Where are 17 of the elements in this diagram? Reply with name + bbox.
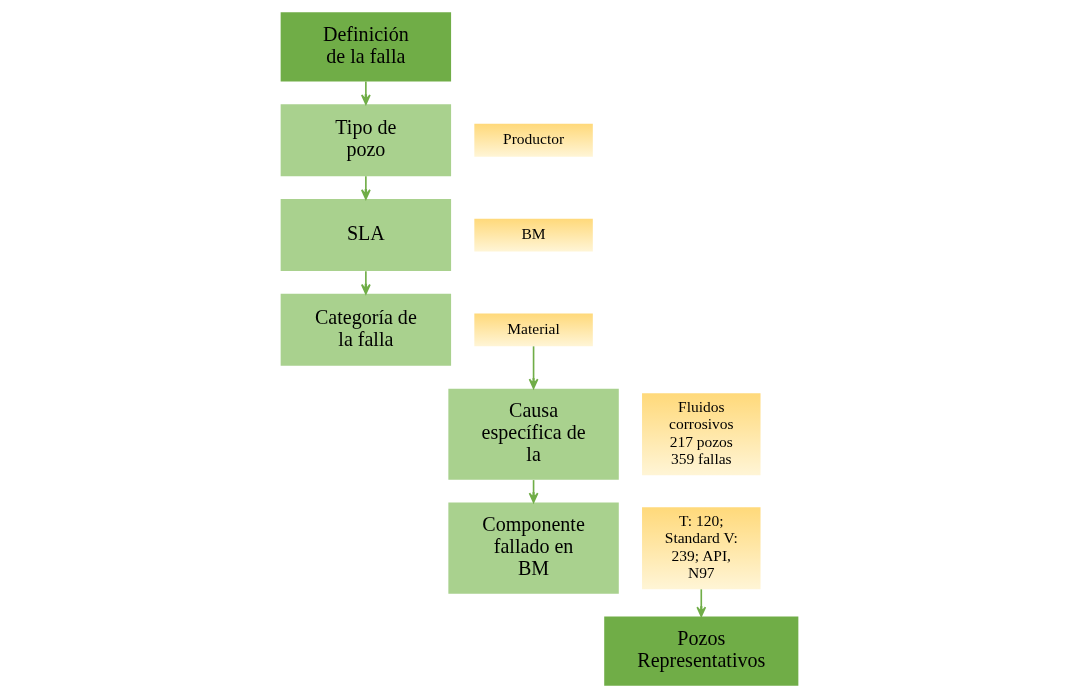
node-box: SLA: [280, 199, 452, 272]
node-box: Definición de la falla: [280, 12, 452, 82]
node-box: Componente fallado en BM: [448, 502, 619, 594]
node-box: Material: [474, 313, 593, 347]
node-box: BM: [474, 218, 593, 252]
arrow: [360, 270, 371, 295]
arrow: [528, 345, 539, 390]
node-box: Causa específica de la: [448, 388, 619, 480]
node-box: Pozos Representativos: [604, 616, 799, 686]
node-box: T: 120; Standard V: 239; API, N97: [642, 507, 761, 590]
node-box: Fluidos corrosivos 217 pozos 359 fallas: [642, 393, 761, 476]
arrow: [360, 175, 371, 200]
node-box: Productor: [474, 123, 593, 157]
node-box: Categoría de la falla: [280, 293, 452, 366]
node-box: Tipo de pozo: [280, 104, 452, 177]
arrow: [360, 80, 371, 105]
arrow: [696, 588, 707, 618]
